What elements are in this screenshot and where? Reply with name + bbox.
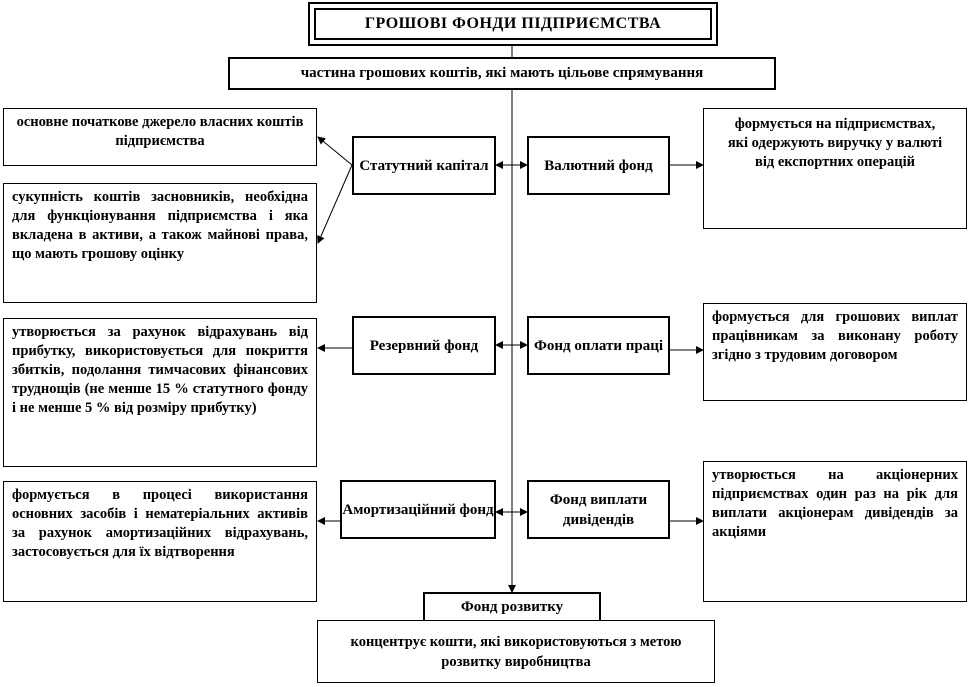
- currency-description: формується на підприємствах, які одержую…: [703, 108, 967, 229]
- amortization-fund-node: Амортизаційний фонд: [340, 480, 496, 539]
- statutory-capital-node: Статутний капітал: [352, 136, 496, 195]
- diagram-title-frame: ГРОШОВІ ФОНДИ ПІДПРИЄМСТВА: [308, 2, 718, 46]
- dividend-fund-node: Фонд виплати дивідендів: [527, 480, 670, 539]
- wage-fund-node: Фонд оплати праці: [527, 316, 670, 375]
- wage-description: формується для грошових виплат працівник…: [703, 303, 967, 401]
- statutory-source-description: основне початкове джерело власних коштів…: [3, 108, 317, 166]
- statutory-total-description: сукупність коштів засновників, необхідна…: [3, 183, 317, 303]
- amortization-description: формується в процесі використання основн…: [3, 481, 317, 602]
- reserve-fund-node: Резервний фонд: [352, 316, 496, 375]
- currency-fund-node: Валютний фонд: [527, 136, 670, 195]
- development-fund-node: Фонд розвитку: [423, 592, 601, 622]
- dividend-description: утворюється на акціонерних підприємствах…: [703, 461, 967, 602]
- development-description: концентрує кошти, які використовуються з…: [317, 620, 715, 683]
- reserve-description: утворюється за рахунок відрахувань від п…: [3, 318, 317, 467]
- diagram-title: ГРОШОВІ ФОНДИ ПІДПРИЄМСТВА: [314, 8, 712, 40]
- subtitle-box: частина грошових коштів, які мають цільо…: [228, 57, 776, 90]
